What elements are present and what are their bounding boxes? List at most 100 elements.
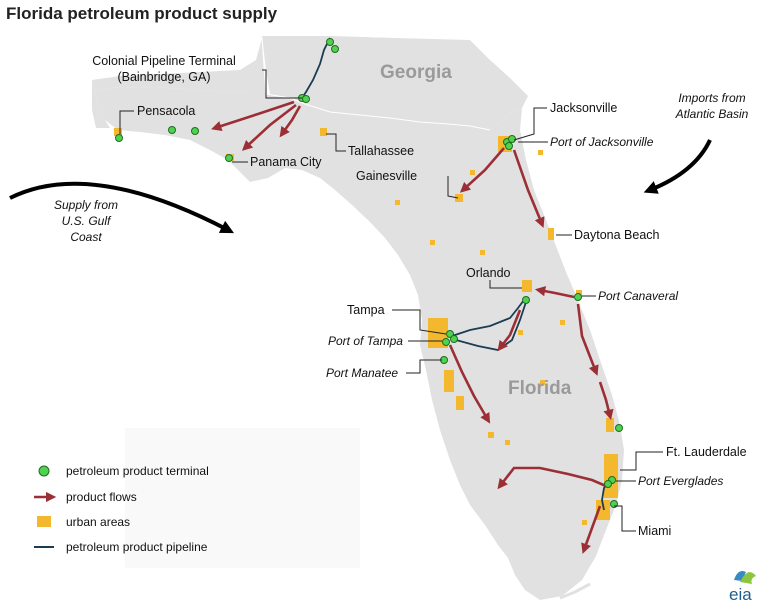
terminal-marker [508,135,516,143]
label-gainesville: Gainesville [356,169,417,183]
flow-arrow [598,381,614,421]
urban-area [480,250,485,255]
state-label-florida: Florida [508,378,572,399]
urban-area [488,432,494,438]
flow-arrow [279,105,302,138]
florida-land [95,87,624,600]
leader-line [447,176,459,199]
flow-arrow [459,147,505,193]
georgia-land [262,36,528,130]
product-flows [211,100,614,554]
map-title: Florida petroleum product supply [6,4,278,23]
urban-area [606,418,614,432]
florida-keys [559,582,591,600]
flow-arrow [241,103,297,151]
leader-line [489,280,522,289]
leader-line [119,110,134,134]
urban-area [596,500,610,520]
annotation-gulf-line1: Supply from [54,198,118,212]
label-colonial-terminal: Colonial Pipeline Terminal [92,54,236,68]
gulf-supply-arrow [9,181,235,234]
terminal-marker [326,38,334,46]
logo-text: eia [729,585,752,604]
urban-area [505,440,510,445]
terminal-marker [168,126,176,134]
annotation-atlantic-line1: Imports from [678,91,745,105]
central-florida-pipeline [451,299,525,337]
urban-area [455,194,463,202]
terminal-marker [505,142,513,150]
urban-area [395,200,400,205]
label-port-manatee: Port Manatee [326,366,398,380]
state-border-alabama [261,37,267,95]
leader-line [513,107,547,141]
terminal-marker [615,424,623,432]
terminal-marker [191,127,199,135]
land-area [92,36,624,600]
alabama-land [92,38,266,94]
flow-arrow [497,309,522,352]
terminal-marker [574,293,582,301]
state-border [265,93,491,131]
leader-line [262,69,302,99]
terminal-marker [522,296,530,304]
flow-arrow [211,100,295,132]
label-tallahassee: Tallahassee [348,144,414,158]
terminal-marker [604,480,612,488]
annotation-atlantic-line2: Atlantic Basin [675,107,749,121]
label-tampa: Tampa [347,303,385,317]
label-daytona-beach: Daytona Beach [574,228,660,242]
label-pensacola: Pensacola [137,104,195,118]
label-port-of-jacksonville: Port of Jacksonville [550,135,654,149]
legend: petroleum product terminal product flows… [34,464,209,554]
leader-line [392,309,447,335]
annotation-gulf-line2: U.S. Gulf [62,214,112,228]
flow-arrow [497,466,607,490]
terminal-marker [442,338,450,346]
leader-line [406,359,442,374]
legend-terminal-label: petroleum product terminal [66,464,209,478]
urban-area [320,128,327,136]
legend-background [125,428,360,568]
eia-logo: eia [729,571,756,604]
urban-area [604,454,618,498]
leader-line [620,451,663,471]
terminal-marker [331,45,339,53]
terminal-marker [225,154,233,162]
urban-area [582,520,587,525]
legend-pipeline-label: petroleum product pipeline [66,540,208,554]
label-colonial-location: (Bainbridge, GA) [117,70,210,84]
logo-flame-2 [740,572,756,584]
urban-area [518,330,523,335]
label-port-of-tampa: Port of Tampa [328,334,403,348]
flow-arrow [534,286,575,299]
urban-area [548,228,554,240]
leader-line [326,133,346,152]
legend-urban-label: urban areas [66,515,130,529]
leader-line [614,505,636,532]
terminal-marker [450,335,458,343]
terminal-marker [115,134,123,142]
label-ft-lauderdale: Ft. Lauderdale [666,445,747,459]
urban-area [522,280,532,292]
legend-flows-label: product flows [66,490,137,504]
urban-area [538,150,543,155]
flow-arrow [512,149,545,228]
label-port-everglades: Port Everglades [638,474,723,488]
atlantic-import-arrow [643,139,712,194]
urban-area [430,240,435,245]
leader-lines [119,69,663,532]
colonial-pipeline [301,37,331,99]
label-miami: Miami [638,524,671,538]
label-port-canaveral: Port Canaveral [598,289,678,303]
label-panama-city: Panama City [250,155,322,169]
urban-area [444,370,454,392]
flow-arrow [576,303,599,376]
legend-terminal-swatch [38,465,50,477]
urban-area [456,396,464,410]
urban-area [470,170,475,175]
urban-area [114,128,122,136]
annotation-gulf-line3: Coast [70,230,102,244]
label-jacksonville: Jacksonville [550,101,617,115]
